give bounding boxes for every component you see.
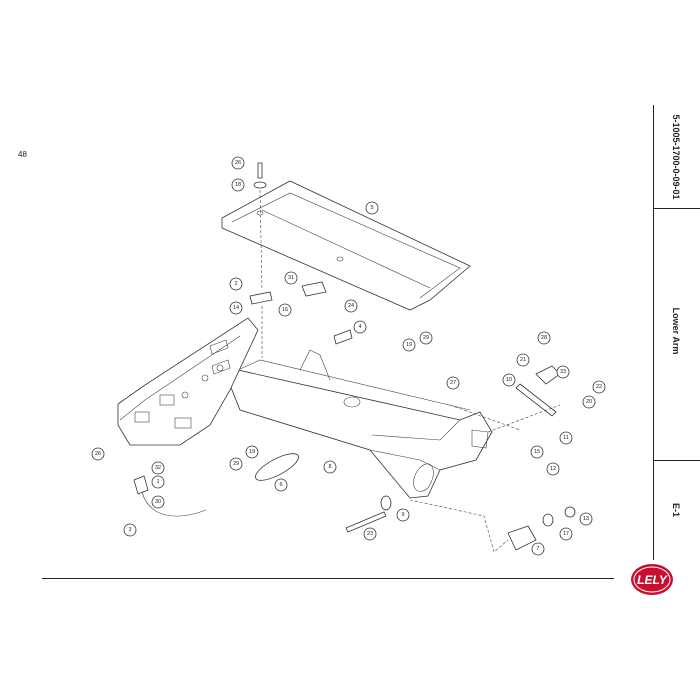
- callout-label: 1: [156, 479, 159, 485]
- callout-bubble: 1: [151, 475, 165, 489]
- callout-bubble: 27: [446, 376, 460, 390]
- clamp: [301, 281, 327, 297]
- callout-bubble: 31: [284, 271, 298, 285]
- callout-label: 10: [506, 377, 512, 383]
- callout-bubble: 18: [231, 178, 245, 192]
- callout-label: 7: [536, 546, 539, 552]
- callout-bubble: 20: [582, 395, 596, 409]
- callout-bubble: 24: [344, 299, 358, 313]
- callout-bubble: 10: [502, 373, 516, 387]
- callout-bubble: 15: [530, 445, 544, 459]
- callout-label: 27: [450, 380, 456, 386]
- rod: [515, 383, 557, 417]
- page-number: 48: [18, 150, 27, 159]
- callout-label: 29: [233, 461, 239, 467]
- callout-label: 22: [596, 384, 602, 390]
- callout-label: 2: [234, 281, 237, 287]
- callout-label: 9: [401, 512, 404, 518]
- callout-label: 21: [520, 357, 526, 363]
- title-block-divider: [653, 460, 700, 461]
- callout-bubble: 17: [559, 527, 573, 541]
- callout-bubble: 26: [91, 447, 105, 461]
- callout-label: 24: [348, 303, 354, 309]
- base-plate: [117, 317, 259, 446]
- callout-bubble: 19: [402, 338, 416, 352]
- callout-label: 30: [155, 499, 161, 505]
- callout-bubble: 11: [559, 431, 573, 445]
- bolt: [257, 162, 263, 179]
- callout-label: 15: [534, 449, 540, 455]
- callout-bubble: 16: [278, 303, 292, 317]
- callout-label: 17: [563, 531, 569, 537]
- callout-bubble: 22: [592, 380, 606, 394]
- callout-bubble: 12: [546, 462, 560, 476]
- callout-bubble: 5: [365, 201, 379, 215]
- callout-label: 4: [358, 324, 361, 330]
- callout-label: 12: [550, 466, 556, 472]
- callout-label: 16: [282, 307, 288, 313]
- callout-label: 8: [328, 464, 331, 470]
- callout-bubble: 32: [151, 461, 165, 475]
- roller: [380, 495, 392, 511]
- bracket: [249, 291, 273, 305]
- washer: [253, 181, 267, 189]
- callout-bubble: 4: [353, 320, 367, 334]
- callout-label: 14: [233, 305, 239, 311]
- callout-bubble: 19: [245, 445, 259, 459]
- lower-arm-body: [227, 349, 493, 499]
- footer-rule: [42, 578, 614, 579]
- callout-label: 28: [541, 335, 547, 341]
- callout-label: 23: [367, 531, 373, 537]
- callout-bubble: 2: [229, 277, 243, 291]
- callout-label: 5: [370, 205, 373, 211]
- bushing: [507, 525, 537, 551]
- callout-bubble: 26: [231, 156, 245, 170]
- callout-bubble: 29: [419, 331, 433, 345]
- lely-logo: LELY: [630, 563, 674, 596]
- callout-label: 11: [563, 435, 569, 441]
- nut: [564, 506, 576, 518]
- callout-bubble: 30: [151, 495, 165, 509]
- callout-bubble: 8: [323, 460, 337, 474]
- title-block: [653, 105, 700, 560]
- callout-bubble: 21: [516, 353, 530, 367]
- callout-bubble: 7: [531, 542, 545, 556]
- callout-label: 31: [288, 275, 294, 281]
- callout-label: 18: [235, 182, 241, 188]
- callout-bubble: 33: [556, 365, 570, 379]
- callout-label: 26: [235, 160, 241, 166]
- callout-bubble: 13: [579, 512, 593, 526]
- callout-label: 20: [586, 399, 592, 405]
- logo-text: LELY: [637, 573, 668, 587]
- callout-label: 19: [249, 449, 255, 455]
- callout-label: 19: [406, 342, 412, 348]
- callout-label: 26: [95, 451, 101, 457]
- pin: [345, 511, 387, 533]
- belt: [255, 453, 299, 481]
- callout-bubble: 14: [229, 301, 243, 315]
- callout-label: 6: [279, 482, 282, 488]
- cable: [141, 491, 207, 517]
- callout-bubble: 23: [363, 527, 377, 541]
- cover-plate: [221, 180, 471, 311]
- title-block-divider: [653, 208, 700, 209]
- callout-label: 29: [423, 335, 429, 341]
- callout-bubble: 6: [274, 478, 288, 492]
- callout-label: 3: [128, 527, 131, 533]
- bracket: [333, 329, 353, 345]
- callout-bubble: 28: [537, 331, 551, 345]
- callout-bubble: 9: [396, 508, 410, 522]
- callout-label: 32: [155, 465, 161, 471]
- callout-bubble: 29: [229, 457, 243, 471]
- callout-label: 13: [583, 516, 589, 522]
- bearing: [542, 513, 554, 527]
- sensor: [133, 475, 149, 495]
- callout-label: 33: [560, 369, 566, 375]
- callout-bubble: 3: [123, 523, 137, 537]
